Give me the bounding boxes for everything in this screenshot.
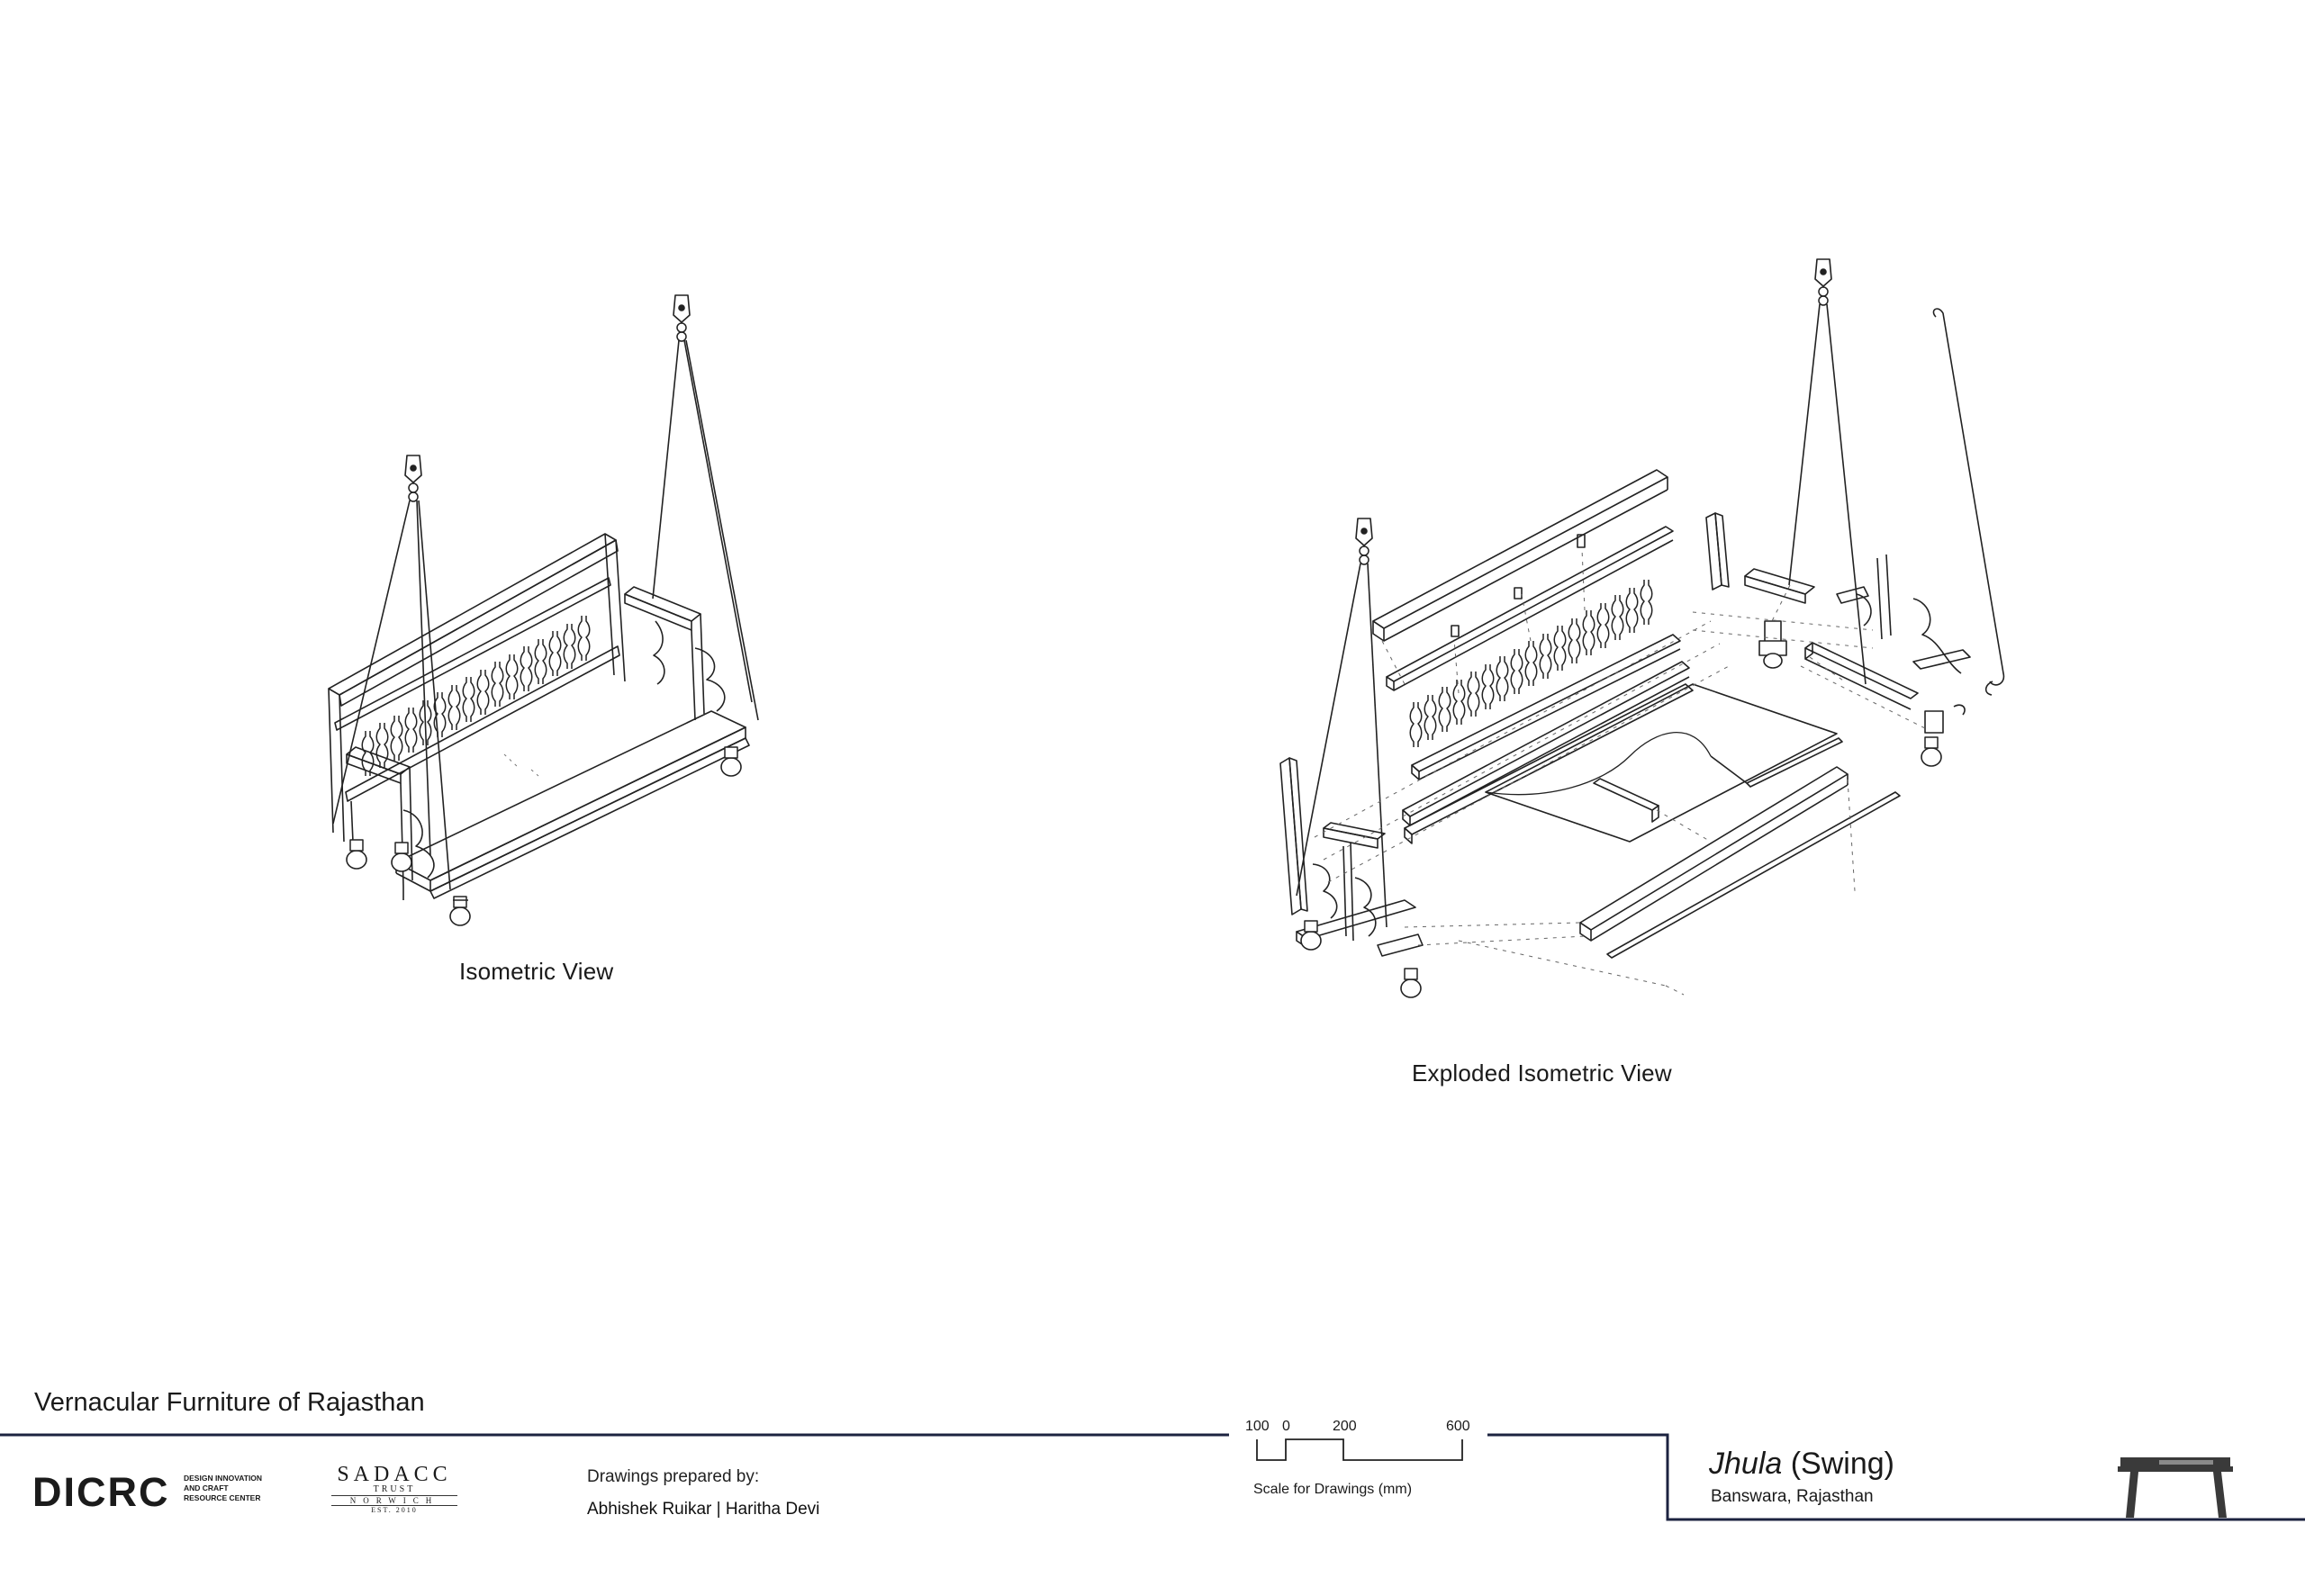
scale-label-100: 100 <box>1245 1419 1270 1434</box>
sadacc-logo: SADACC TRUST NORWICH EST. 2010 <box>331 1463 457 1514</box>
sadacc-city: NORWICH <box>331 1495 457 1506</box>
scale-label-0: 0 <box>1282 1419 1290 1434</box>
object-name-rest: (Swing) <box>1790 1447 1894 1481</box>
title-block-frame <box>0 1433 2305 1521</box>
isometric-view-label: Isometric View <box>459 958 614 985</box>
sadacc-trust: TRUST <box>373 1484 416 1494</box>
credits-names: Abhishek Ruikar | Haritha Devi <box>587 1500 820 1519</box>
sadacc-est: EST. 2010 <box>371 1506 418 1514</box>
scale-label-200: 200 <box>1333 1419 1357 1434</box>
sadacc-name: SADACC <box>337 1463 452 1486</box>
object-title: Jhula (Swing) <box>1709 1447 1894 1482</box>
object-name-italic: Jhula <box>1709 1447 1783 1481</box>
exploded-view-drawing <box>1279 258 2005 998</box>
dicrc-logo: DICRC <box>32 1469 170 1515</box>
swing-thumbnail-icon <box>2118 1457 2233 1518</box>
scale-label-600: 600 <box>1446 1419 1470 1434</box>
exploded-view-label: Exploded Isometric View <box>1412 1059 1672 1087</box>
project-title: Vernacular Furniture of Rajasthan <box>34 1388 425 1417</box>
scale-bar <box>1256 1438 1463 1461</box>
credits-label: Drawings prepared by: <box>587 1467 760 1486</box>
dicrc-tagline-line: DESIGN INNOVATION <box>184 1474 263 1483</box>
dicrc-tagline-line: AND CRAFT <box>184 1483 229 1492</box>
dicrc-tagline-line: RESOURCE CENTER <box>184 1493 261 1502</box>
object-location: Banswara, Rajasthan <box>1711 1487 1874 1506</box>
scale-caption: Scale for Drawings (mm) <box>1253 1482 1413 1497</box>
isometric-view-drawing <box>328 294 759 926</box>
dicrc-tagline: DESIGN INNOVATION AND CRAFT RESOURCE CEN… <box>184 1474 292 1503</box>
